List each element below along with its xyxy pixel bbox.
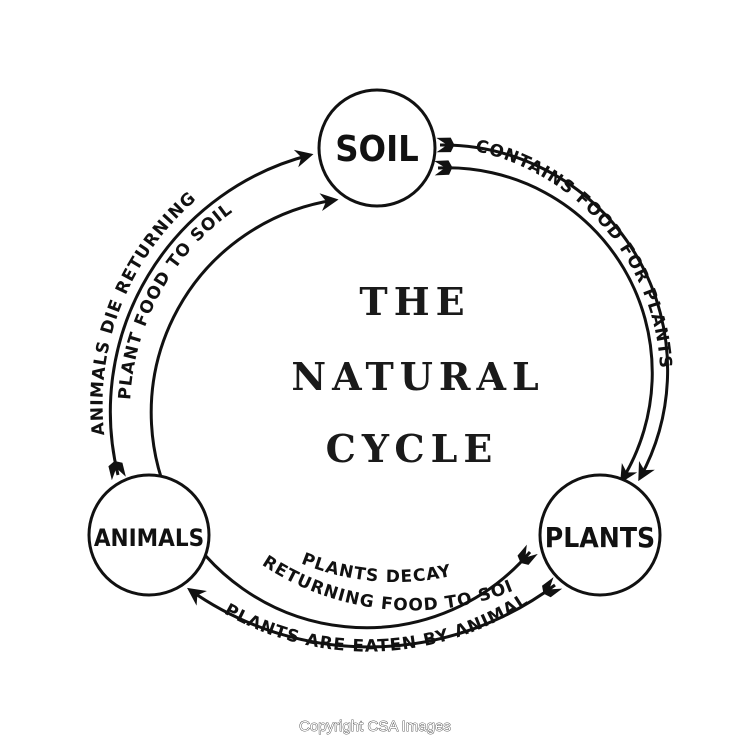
- node-soil: SOIL: [317, 88, 437, 208]
- node-plants: PLANTS: [538, 473, 662, 597]
- title-line-2: NATURAL: [291, 354, 544, 399]
- node-animals-label: ANIMALS: [94, 524, 204, 552]
- edge-label-soil-to-plants: CONTAINS FOOD FOR PLANTS: [474, 136, 676, 369]
- copyright-watermark: Copyright CSA Images: [299, 718, 451, 735]
- arrow-plants-to-animals: [187, 577, 563, 649]
- arrow-animals-to-soil: [108, 149, 314, 481]
- arrow-soil-to-plants: [434, 137, 670, 484]
- diagram-title: THE NATURAL CYCLE: [291, 279, 544, 471]
- node-soil-label: SOIL: [335, 129, 419, 170]
- edge-label-animals-to-soil-line2: PLANT FOOD TO SOIL: [115, 199, 236, 400]
- node-animals: ANIMALS: [87, 473, 211, 597]
- title-line-3: CYCLE: [326, 426, 499, 471]
- title-line-1: THE: [359, 279, 470, 324]
- node-plants-label: PLANTS: [545, 521, 655, 554]
